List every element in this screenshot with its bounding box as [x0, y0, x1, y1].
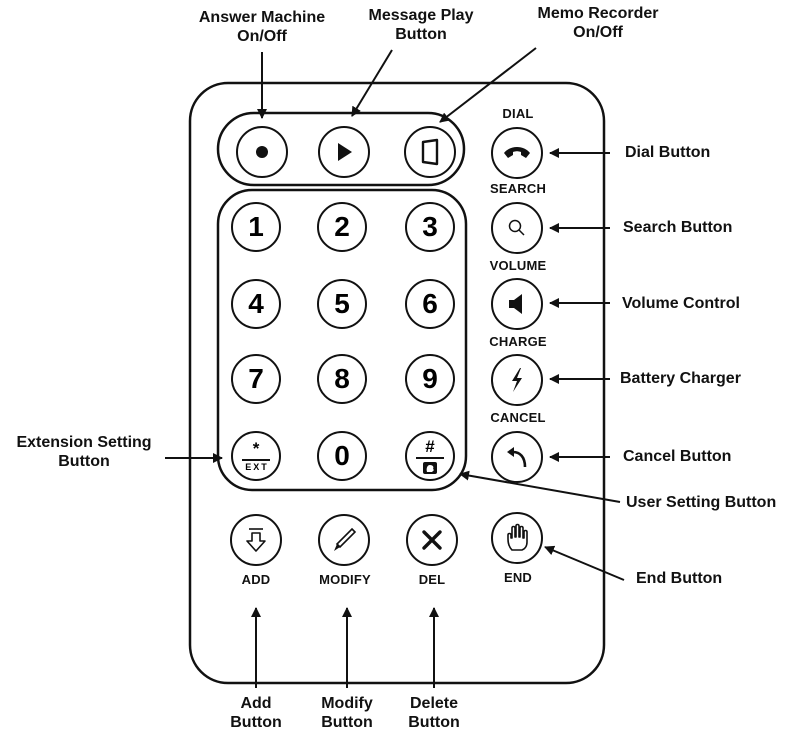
delete-button[interactable]: [406, 514, 458, 566]
key-hash-user[interactable]: #: [405, 431, 455, 481]
callout-answer-machine: Answer Machine On/Off: [198, 9, 326, 45]
callout-volume: Volume Control: [622, 295, 740, 312]
add-button[interactable]: [230, 514, 282, 566]
star-symbol: *: [252, 439, 260, 458]
message-play-button[interactable]: [318, 126, 370, 178]
del-label: DEL: [418, 572, 446, 587]
x-icon: [422, 530, 442, 550]
dial-label: DIAL: [502, 106, 534, 121]
keypad-group-outline: [216, 188, 468, 492]
key-star-ext[interactable]: * EXT: [231, 431, 281, 481]
phone-handset-icon: [504, 147, 530, 158]
hand-icon: [507, 523, 528, 551]
key-0[interactable]: 0: [317, 431, 367, 481]
answer-machine-button[interactable]: [236, 126, 288, 178]
memo-icon: [421, 138, 439, 166]
key-2[interactable]: 2: [317, 202, 367, 252]
callout-cancel: Cancel Button: [623, 448, 732, 465]
arrow-memo-recorder: [439, 47, 537, 123]
key-divider: [242, 459, 270, 461]
callout-modify: Modify Button: [321, 695, 373, 731]
modify-button[interactable]: [318, 514, 370, 566]
end-button[interactable]: [491, 512, 543, 564]
key-7[interactable]: 7: [231, 354, 281, 404]
callout-end: End Button: [636, 570, 723, 587]
dial-button[interactable]: [491, 127, 543, 179]
record-dot-icon: [256, 146, 268, 158]
top-button-group-outline: [216, 111, 466, 187]
key-4[interactable]: 4: [231, 279, 281, 329]
callout-message-play: Message Play Button: [368, 7, 474, 43]
callout-add: Add Button: [230, 695, 282, 731]
cancel-label: CANCEL: [490, 410, 546, 425]
charge-button[interactable]: [491, 354, 543, 406]
speaker-icon: [509, 294, 522, 314]
lightning-icon: [512, 368, 522, 392]
search-button[interactable]: [491, 202, 543, 254]
callout-user-setting: User Setting Button: [626, 494, 777, 511]
back-arrow-icon: [507, 447, 527, 468]
add-label: ADD: [241, 572, 271, 587]
arrow-message-play: [351, 49, 393, 117]
volume-button[interactable]: [491, 278, 543, 330]
callout-search: Search Button: [623, 219, 733, 236]
ext-label: EXT: [245, 462, 269, 472]
search-label: SEARCH: [489, 181, 547, 196]
callout-delete: Delete Button: [408, 695, 460, 731]
key-8[interactable]: 8: [317, 354, 367, 404]
memo-recorder-button[interactable]: [404, 126, 456, 178]
hash-symbol: #: [425, 436, 435, 456]
callout-battery: Battery Charger: [620, 370, 741, 387]
pen-icon: [334, 527, 357, 551]
add-down-arrow-icon: [246, 528, 266, 552]
callout-memo-recorder: Memo Recorder On/Off: [537, 5, 659, 41]
magnifier-icon: [508, 219, 525, 236]
modify-label: MODIFY: [319, 572, 371, 587]
volume-label: VOLUME: [489, 258, 547, 273]
user-head-icon: [423, 461, 437, 474]
play-icon: [338, 143, 352, 161]
key-3[interactable]: 3: [405, 202, 455, 252]
key-5[interactable]: 5: [317, 279, 367, 329]
arrow-end: [544, 545, 625, 581]
key-divider: [416, 456, 444, 459]
callout-extension: Extension Setting Button: [16, 434, 152, 470]
key-6[interactable]: 6: [405, 279, 455, 329]
end-label: END: [503, 570, 533, 585]
key-1[interactable]: 1: [231, 202, 281, 252]
charge-label: CHARGE: [489, 334, 547, 349]
key-9[interactable]: 9: [405, 354, 455, 404]
arrow-user-setting: [459, 470, 621, 503]
cancel-button[interactable]: [491, 431, 543, 483]
callout-dial: Dial Button: [625, 144, 711, 161]
